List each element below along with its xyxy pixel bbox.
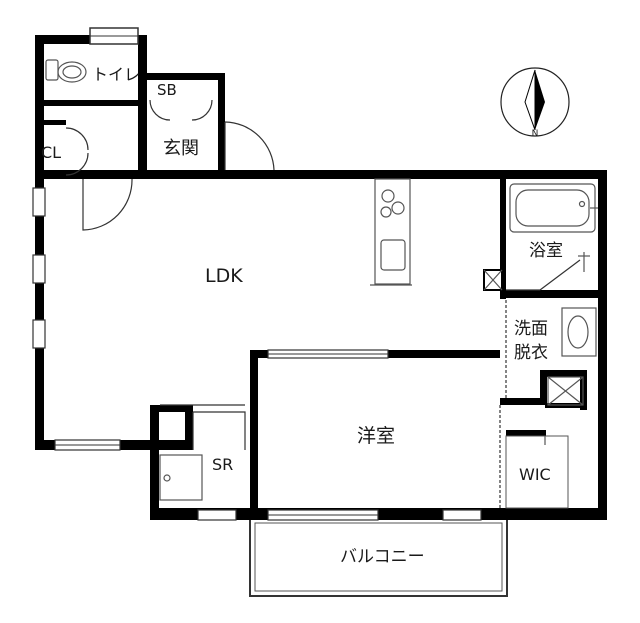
toilet-label: トイレ	[92, 65, 140, 84]
doors	[65, 99, 581, 508]
shower-icon	[578, 252, 590, 272]
washroom-label-1: 洗面	[514, 319, 548, 339]
north-arrow-icon	[524, 69, 545, 131]
kitchen-counter-icon	[370, 178, 412, 286]
room-labels: トイレ SB 玄関 CL LDK 浴室 洗面 脱衣 洋室 SR WIC バルコニ…	[41, 65, 563, 567]
ldk-label: LDK	[205, 265, 243, 287]
washbasin-icon	[561, 307, 597, 357]
windows	[32, 27, 482, 521]
western-room-label: 洋室	[357, 425, 395, 447]
closet-label: CL	[41, 143, 61, 162]
walls	[35, 35, 607, 520]
bath-label: 浴室	[529, 241, 563, 261]
pipe-space-icon	[483, 269, 503, 291]
compass: N	[500, 67, 570, 139]
washing-machine-pan-icon	[547, 376, 584, 406]
entrance-label: 玄関	[163, 138, 199, 159]
bathtub-icon	[509, 183, 598, 233]
toilet-icon	[45, 59, 87, 83]
walk-in-closet-label: WIC	[519, 465, 551, 484]
shoe-box-label: SB	[157, 81, 177, 99]
fixtures	[45, 59, 598, 509]
north-label: N	[532, 129, 539, 139]
balcony-label: バルコニー	[340, 547, 425, 567]
storage-unit-icon	[159, 454, 203, 501]
washroom-label-2: 脱衣	[514, 343, 548, 363]
storage-room-label: SR	[212, 455, 233, 474]
